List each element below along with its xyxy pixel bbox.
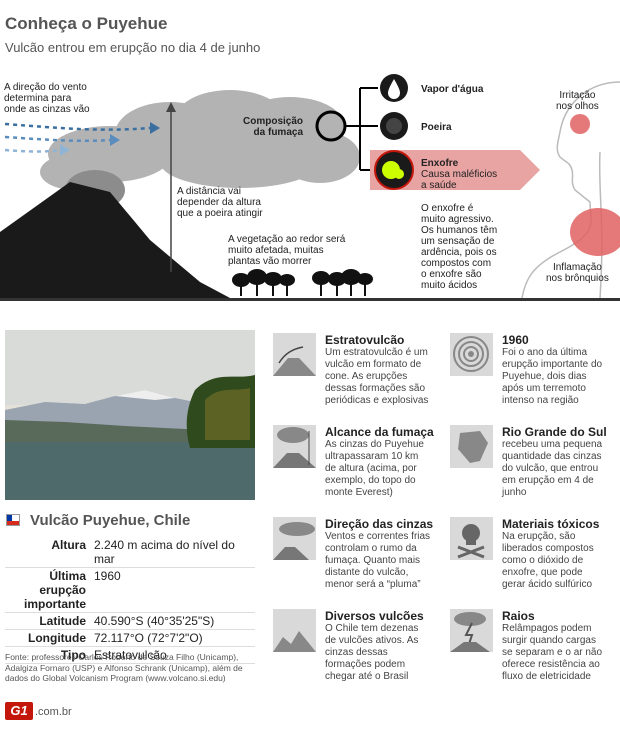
card-text-line: fumaça. Quanto mais (325, 555, 421, 566)
card-text-line: Ventos e correntes frias (325, 531, 431, 542)
volcanoes-icon (273, 609, 316, 652)
source-note: Fonte: professores Carlos Roberto de Sou… (5, 652, 243, 683)
card-title: Direção das cinzas (325, 517, 434, 531)
wind-arrows (4, 122, 151, 153)
card-text-line: Puyehue, dois dias (502, 371, 587, 382)
card-text-line: Foi o ano da última (502, 347, 588, 358)
card-text-line: Na erupção, são (502, 531, 576, 542)
card-text-line: oferece resistência ao (502, 659, 600, 670)
card-text-line: liberados compostos (502, 543, 594, 554)
card-text-line: após um terremoto (502, 383, 586, 394)
card-text-line: de altura (acima, por (325, 463, 417, 474)
volcano-title: Vulcão Puyehue, Chile (30, 512, 191, 529)
stratovolcano-icon (273, 333, 316, 376)
card-text-line: intenso na região (502, 395, 579, 406)
card-text-line: fluxo de eletricidade (502, 671, 591, 682)
card-text-line: de vulcões ativos. As (325, 635, 419, 646)
card-text-line: formações podem (325, 659, 406, 670)
g1-logo-mark: G1 (5, 702, 33, 720)
card-title: 1960 (502, 333, 529, 347)
trees (232, 269, 373, 296)
dust-label: Poeira (421, 122, 452, 133)
card-text-line: enxofre, que pode (502, 567, 583, 578)
card-text-line: do vulcão, que entrou (502, 463, 599, 474)
card-text-line: chegar até o Brasil (325, 671, 409, 682)
page-title: Conheça o Puyehue (5, 14, 168, 33)
rs-map-icon (450, 425, 493, 468)
card-text-line: Relâmpagos podem (502, 623, 592, 634)
card-title: Raios (502, 609, 535, 623)
card-text-line: As cinzas do Puyehue (325, 439, 424, 450)
smoke-cloud (40, 90, 360, 210)
logo-domain: .com.br (35, 706, 72, 718)
card-text-line: surgir quando cargas (502, 635, 596, 646)
card-text-line: distante do vulcão, (325, 567, 409, 578)
card-text-line: dessas formações são (325, 383, 426, 394)
card-text-line: cone. As erupções (325, 371, 408, 382)
card-text-line: como o dióxido de (502, 555, 584, 566)
card-text-line: ultrapassaram 10 km (325, 451, 419, 462)
card-text-line: controlam o rumo da (325, 543, 417, 554)
card-title: Diversos vulcões (325, 609, 424, 623)
card-title: Estratovulcão (325, 333, 405, 347)
earthquake-icon (450, 333, 493, 376)
sulfur-banner (370, 150, 540, 190)
smoke-composition-circle (315, 110, 347, 142)
card-text-line: recebeu uma pequena (502, 439, 603, 450)
card-text-line: em erupção em 4 de (502, 475, 594, 486)
g1-logo[interactable]: G1.com.br (5, 702, 72, 720)
card-text-line: vulcão em formato de (325, 359, 422, 370)
smoke-reach-icon (273, 425, 316, 468)
bronchi-icon (570, 208, 620, 256)
card-text-line: menor será a “pluma” (325, 579, 421, 590)
eye-irritation-icon (570, 114, 590, 134)
card-text-line: monte Everest) (325, 487, 393, 498)
card-title: Alcance da fumaça (325, 425, 434, 439)
eruption-diagram (0, 74, 620, 301)
card-text-line: Um estratovulcão é um (325, 347, 428, 358)
card-text-line: gerar ácido sulfúrico (502, 579, 593, 590)
skull-icon (450, 517, 493, 560)
card-text-line: periódicas e explosivas (325, 395, 429, 406)
card-title: Rio Grande do Sul (502, 425, 607, 439)
card-text-line: O Chile tem dezenas (325, 623, 419, 634)
card-title: Materiais tóxicos (502, 517, 600, 531)
volcano-shape (0, 182, 230, 298)
page-subtitle: Vulcão entrou em erupção no dia 4 de jun… (5, 40, 261, 55)
card-text-line: quantidade das cinzas (502, 451, 602, 462)
card-text-line: se separam e o ar não (502, 647, 603, 658)
water-vapor-label: Vapor d'água (421, 84, 484, 95)
lightning-icon (450, 609, 493, 652)
sulfur-label: Enxofre Causa maléficios a saúde (421, 158, 498, 191)
volcano-photo (5, 330, 255, 500)
card-text-line: cinzas dessas (325, 647, 388, 658)
card-text-line: junho (502, 487, 527, 498)
card-text-line: erupção importante do (502, 359, 603, 370)
chile-flag-icon (6, 514, 20, 526)
card-text-line: exemplo, do topo do (325, 475, 416, 486)
ash-direction-icon (273, 517, 316, 560)
